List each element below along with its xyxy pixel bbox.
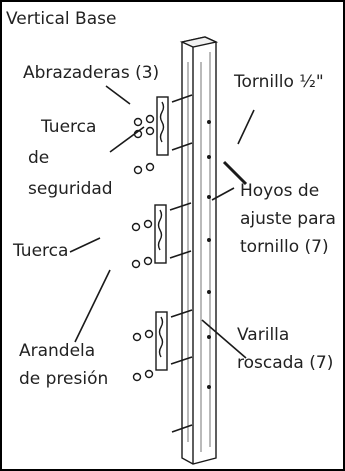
label-holes-line-3: tornillo (7) (240, 237, 329, 257)
label-holes-line-2: ajuste para (240, 209, 336, 229)
label-lock-nut-line-1: Tuerca (41, 117, 97, 137)
label-rod-line-2: roscada (7) (237, 353, 334, 373)
threaded-rods (169, 94, 193, 433)
bolt (222, 160, 248, 186)
leader-lines (69, 85, 255, 359)
label-rod-line-1: Varilla (237, 325, 290, 345)
diagram-title: Vertical Base (6, 9, 117, 29)
vertical-post (179, 36, 219, 465)
label-nut: Tuerca (13, 241, 69, 261)
label-lock-nut-line-2: de (28, 148, 50, 168)
clamp-2 (154, 204, 167, 264)
label-bolt: Tornillo ½" (234, 72, 324, 92)
clamp-1 (156, 96, 169, 156)
label-clamps: Abrazaderas (3) (23, 63, 160, 83)
label-lock-nut-line-3: seguridad (28, 179, 113, 199)
clamp-3 (155, 311, 168, 371)
label-lock-washer-line-1: Arandela (19, 341, 96, 361)
adjustment-holes (207, 120, 211, 389)
label-holes-line-1: Hoyos de (240, 181, 320, 201)
label-lock-washer-line-2: de presión (19, 369, 109, 389)
nuts-and-washers (131, 114, 155, 382)
